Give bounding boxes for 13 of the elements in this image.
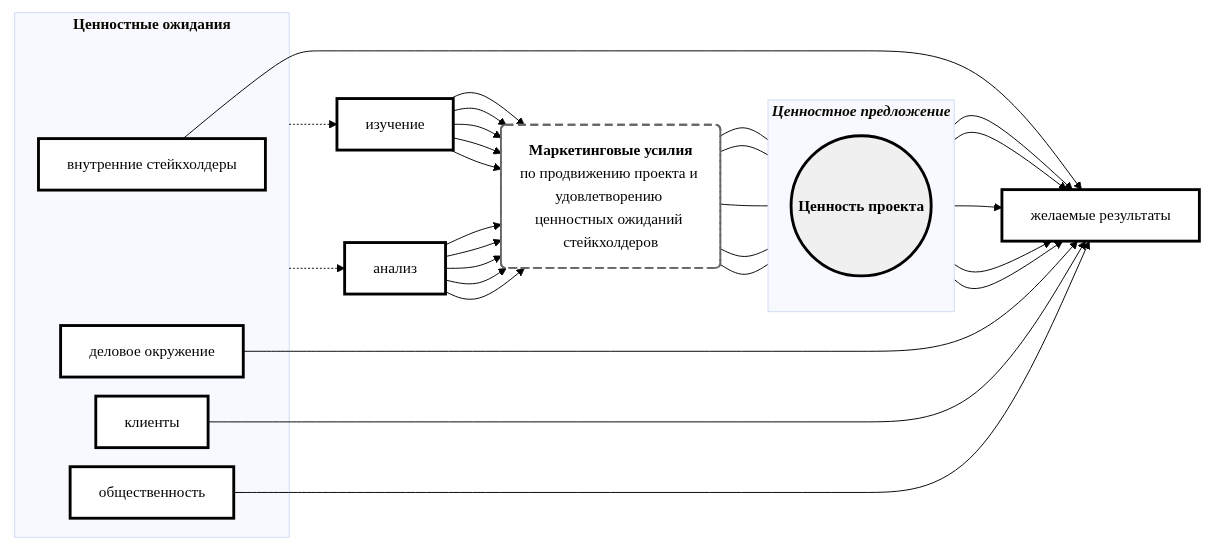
connector bbox=[719, 127, 768, 141]
connector bbox=[719, 203, 768, 207]
connector bbox=[719, 263, 768, 275]
node-box: желаемые результаты bbox=[1000, 188, 1201, 243]
node-box: изучение bbox=[335, 97, 455, 152]
node-box: внутренние стейкхолдеры bbox=[36, 137, 267, 192]
node-box: общественность bbox=[68, 465, 235, 520]
node-circle: Ценность проекта bbox=[789, 134, 933, 278]
connector bbox=[719, 145, 768, 156]
node-box: анализ bbox=[342, 241, 447, 296]
node-box: клиенты bbox=[93, 394, 209, 450]
connector bbox=[719, 248, 768, 257]
node-box: деловое окружение bbox=[58, 324, 245, 379]
